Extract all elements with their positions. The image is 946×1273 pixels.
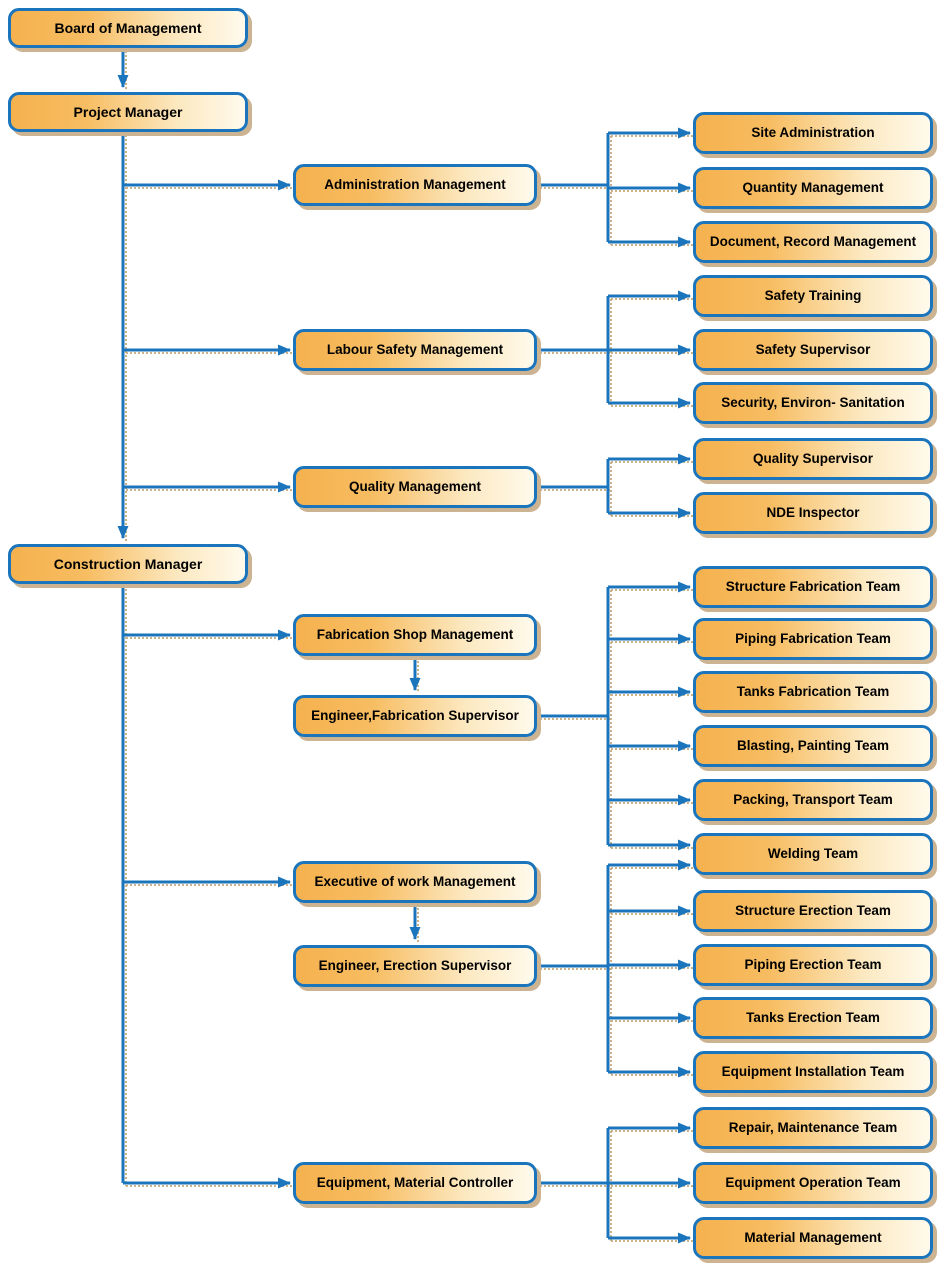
node-security-environ-sanitation: Security, Environ- Sanitation <box>693 382 933 424</box>
node-site-administration: Site Administration <box>693 112 933 154</box>
node-safety-training: Safety Training <box>693 275 933 317</box>
node-equipment-material-controller: Equipment, Material Controller <box>293 1162 537 1204</box>
node-packing-transport-team: Packing, Transport Team <box>693 779 933 821</box>
node-fabrication-shop-management: Fabrication Shop Management <box>293 614 537 656</box>
node-document-record-management: Document, Record Management <box>693 221 933 263</box>
node-project-manager: Project Manager <box>8 92 248 132</box>
node-structure-fabrication-team: Structure Fabrication Team <box>693 566 933 608</box>
node-blasting-painting-team: Blasting, Painting Team <box>693 725 933 767</box>
node-nde-inspector: NDE Inspector <box>693 492 933 534</box>
connector-arrows <box>117 48 691 1244</box>
node-quality-management: Quality Management <box>293 466 537 508</box>
node-construction-manager: Construction Manager <box>8 544 248 584</box>
node-equipment-installation-team: Equipment Installation Team <box>693 1051 933 1093</box>
node-piping-erection-team: Piping Erection Team <box>693 944 933 986</box>
node-board-of-management: Board of Management <box>8 8 248 48</box>
node-engineer-fabrication-supervisor: Engineer,Fabrication Supervisor <box>293 695 537 737</box>
node-equipment-operation-team: Equipment Operation Team <box>693 1162 933 1204</box>
node-quality-supervisor: Quality Supervisor <box>693 438 933 480</box>
node-labour-safety-management: Labour Safety Management <box>293 329 537 371</box>
node-material-management: Material Management <box>693 1217 933 1259</box>
connector-shadows <box>125 51 693 1242</box>
node-engineer-erection-supervisor: Engineer, Erection Supervisor <box>293 945 537 987</box>
node-tanks-fabrication-team: Tanks Fabrication Team <box>693 671 933 713</box>
node-welding-team: Welding Team <box>693 833 933 875</box>
node-tanks-erection-team: Tanks Erection Team <box>693 997 933 1039</box>
node-piping-fabrication-team: Piping Fabrication Team <box>693 618 933 660</box>
node-repair-maintenance-team: Repair, Maintenance Team <box>693 1107 933 1149</box>
node-executive-of-work-management: Executive of work Management <box>293 861 537 903</box>
node-structure-erection-team: Structure Erection Team <box>693 890 933 932</box>
node-administration-management: Administration Management <box>293 164 537 206</box>
node-safety-supervisor: Safety Supervisor <box>693 329 933 371</box>
node-quantity-management: Quantity Management <box>693 167 933 209</box>
connector-trunk-lines <box>121 133 610 1238</box>
